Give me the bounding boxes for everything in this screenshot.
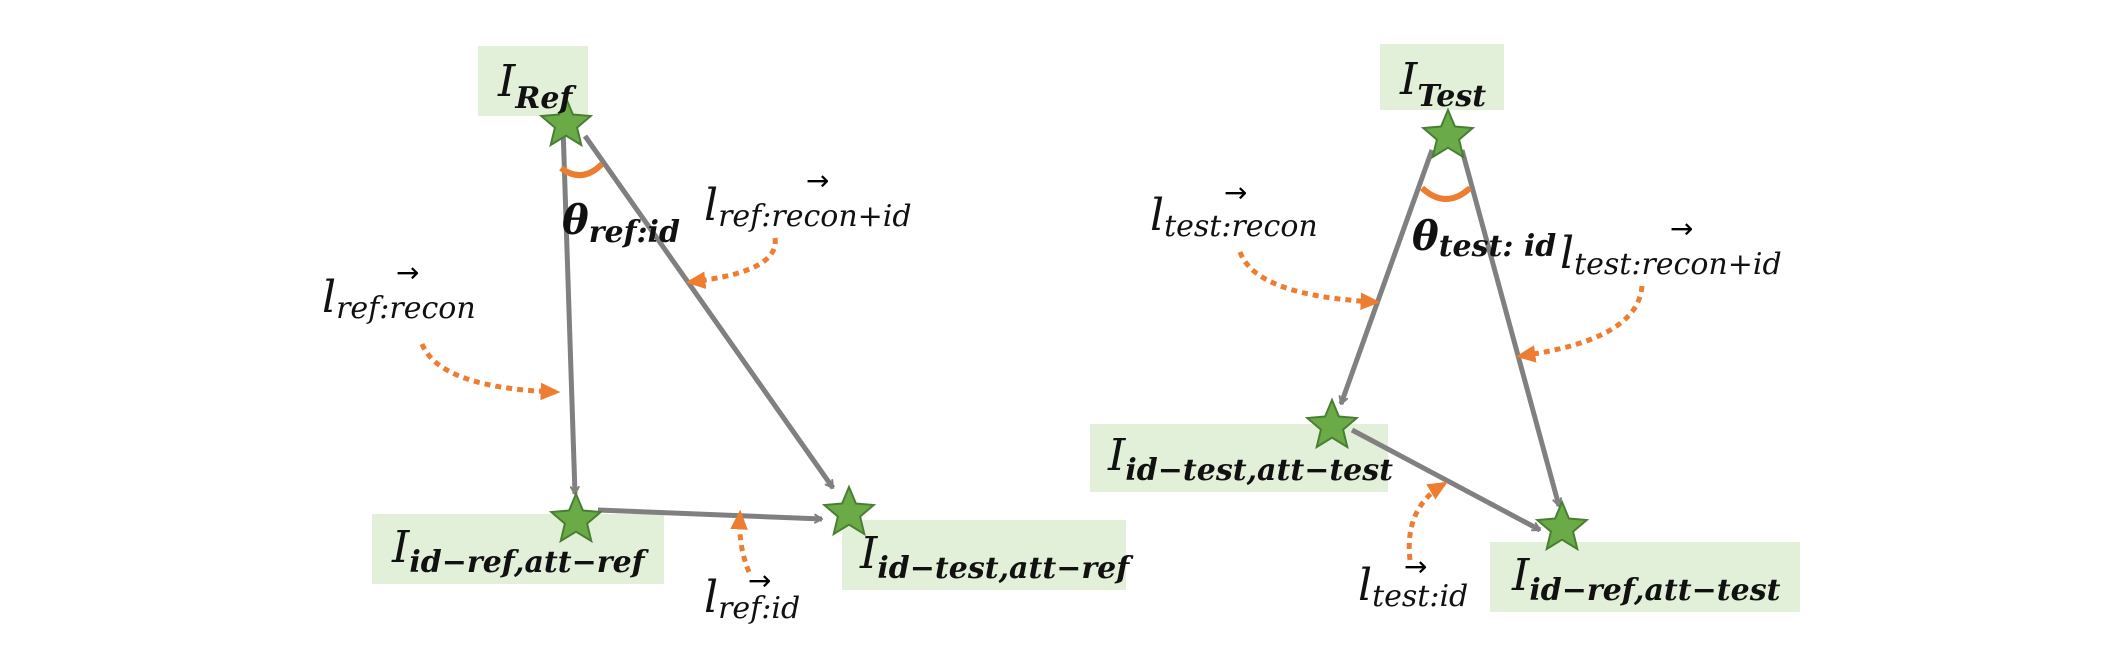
right-annot-recon (1237, 251, 1381, 311)
right-edge-recon-id (1459, 149, 1563, 507)
right-vec-id-label: ltest:id (1358, 560, 1468, 614)
left-vec-recon-id-arrow: → (806, 164, 829, 197)
right-vec-recon-arrow: → (1224, 176, 1247, 209)
left-edge-recon (560, 126, 580, 495)
left-vec-id-arrow: → (748, 564, 771, 597)
right-star-bottom-left-icon (1304, 397, 1360, 450)
left-annot-recon (419, 342, 561, 401)
right-angle-label: θtest: id (1412, 213, 1556, 264)
left-angle-label: θref:id (562, 197, 680, 250)
right-vec-recon-label: ltest:recon (1150, 190, 1318, 244)
right-edge-id (1350, 427, 1542, 533)
right-star-top-icon (1420, 107, 1476, 160)
right-diagram: ITest Iid−test,att−test Iid−ref,att−test… (1090, 44, 1800, 614)
left-star-top-icon (538, 95, 594, 148)
left-vec-recon-id-label: lref:recon+id (704, 180, 912, 234)
left-edge-recon-id (582, 134, 836, 490)
right-edge-recon (1338, 149, 1435, 405)
right-annot-id (1406, 481, 1448, 561)
left-star-bottom-right-icon (821, 484, 877, 537)
left-node-bottom-right-label: Iid−test,att−ref (859, 528, 1134, 586)
left-annot-id (730, 509, 752, 573)
right-annot-recon-id (1515, 285, 1645, 363)
left-star-bottom-left-icon (548, 491, 604, 544)
left-edge-id (597, 507, 823, 524)
left-annot-recon-id (685, 237, 778, 290)
right-node-bottom-left-label: Iid−test,att−test (1107, 430, 1393, 488)
right-vec-recon-id-label: ltest:recon+id (1560, 228, 1782, 282)
right-node-top-box (1380, 44, 1504, 110)
right-node-bottom-right-box (1490, 542, 1800, 612)
right-node-top-label: ITest (1399, 54, 1486, 114)
left-angle-arc (559, 161, 605, 178)
right-star-bottom-right-icon (1534, 499, 1590, 552)
left-node-bottom-right-box (842, 520, 1126, 590)
right-vec-recon-id-arrow: → (1670, 212, 1693, 245)
right-angle-arc (1419, 185, 1473, 202)
right-vec-id-arrow: → (1404, 550, 1427, 583)
left-node-bottom-left-label: Iid−ref,att−ref (391, 522, 650, 580)
left-vec-recon-label: lref:recon (322, 272, 476, 326)
left-node-bottom-left-box (372, 514, 664, 584)
right-node-bottom-right-label: Iid−ref,att−test (1511, 550, 1781, 608)
left-vec-id-label: lref:id (704, 572, 800, 626)
left-vec-recon-arrow: → (396, 256, 419, 289)
left-node-top-label: IRef (497, 56, 577, 116)
left-diagram: IRef Iid−ref,att−ref Iid−test,att−ref θr… (322, 46, 1134, 626)
